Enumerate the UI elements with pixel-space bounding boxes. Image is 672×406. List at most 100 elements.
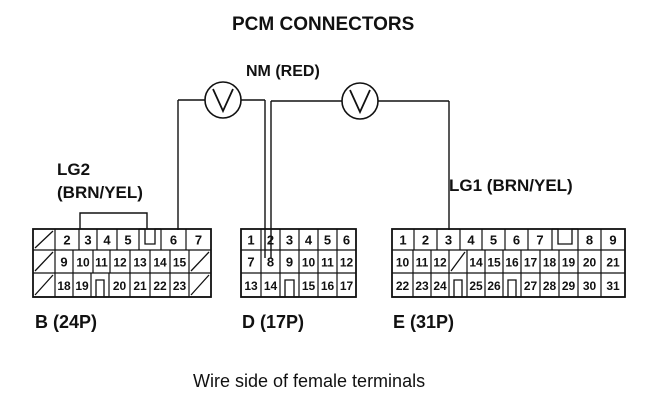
terminal-d-12: 12	[340, 256, 354, 270]
locking-notch	[91, 279, 109, 298]
terminal-e-15: 15	[487, 256, 501, 270]
terminal-b-5: 5	[124, 233, 131, 248]
terminal-e-5: 5	[490, 233, 497, 248]
terminal-b-3: 3	[84, 233, 91, 248]
terminal-d-8: 8	[267, 255, 274, 270]
terminal-e-25: 25	[469, 279, 483, 293]
voltmeter-left	[204, 81, 242, 119]
wire-label-lg2: LG2	[57, 160, 91, 179]
unused-cavity	[34, 230, 54, 249]
terminal-b-12: 12	[113, 256, 127, 270]
terminal-d-7: 7	[247, 255, 254, 270]
terminal-d-16: 16	[321, 279, 335, 293]
terminal-b-9: 9	[60, 255, 67, 270]
terminal-b-19: 19	[75, 279, 89, 293]
terminal-b-18: 18	[57, 279, 71, 293]
unused-cavity	[190, 274, 210, 296]
voltmeter-left-v-icon	[212, 88, 234, 114]
terminal-e-20: 20	[583, 256, 597, 270]
terminal-e-6: 6	[513, 233, 520, 248]
terminal-e-14: 14	[469, 256, 483, 270]
terminal-d-9: 9	[286, 255, 293, 270]
terminal-d-6: 6	[343, 233, 350, 248]
connector-label-b: B (24P)	[35, 312, 98, 332]
terminal-b-23: 23	[173, 279, 187, 293]
terminal-d-2: 2	[267, 233, 274, 248]
terminal-e-29: 29	[562, 279, 576, 293]
terminal-e-16: 16	[505, 256, 519, 270]
voltmeter-right-circle	[341, 82, 379, 120]
voltmeter-left-circle	[204, 81, 242, 119]
terminal-e-21: 21	[606, 256, 620, 270]
terminal-d-4: 4	[305, 233, 313, 248]
terminal-e-30: 30	[583, 279, 597, 293]
locking-notch	[503, 279, 521, 298]
terminal-e-11: 11	[416, 256, 429, 270]
terminal-b-21: 21	[133, 279, 147, 293]
locking-notch	[552, 228, 578, 245]
terminal-d-13: 13	[244, 279, 258, 293]
terminal-b-6: 6	[170, 233, 177, 248]
locking-notch	[139, 228, 161, 245]
terminal-e-19: 19	[562, 256, 576, 270]
terminal-e-27: 27	[524, 279, 538, 293]
terminal-d-15: 15	[302, 279, 316, 293]
meter-label: NM (RED)	[246, 63, 320, 80]
wiring	[79, 99, 450, 258]
terminal-e-22: 22	[396, 279, 410, 293]
terminal-b-11: 11	[95, 256, 108, 270]
terminal-d-5: 5	[324, 233, 331, 248]
terminal-b-7: 7	[195, 233, 202, 248]
terminal-e-28: 28	[543, 279, 557, 293]
terminal-d-3: 3	[286, 233, 293, 248]
terminal-b-20: 20	[113, 279, 127, 293]
terminal-b-10: 10	[76, 256, 90, 270]
lg2-bracket	[79, 212, 148, 229]
terminal-d-1: 1	[247, 233, 254, 248]
locking-notch	[449, 279, 467, 298]
diagram-title: PCM CONNECTORS	[232, 14, 415, 35]
terminal-e-8: 8	[586, 233, 593, 248]
terminal-e-31: 31	[606, 279, 620, 293]
terminal-d-10: 10	[302, 256, 316, 270]
terminal-e-2: 2	[422, 233, 429, 248]
terminal-b-15: 15	[173, 256, 187, 270]
terminal-d-17: 17	[340, 279, 354, 293]
terminal-e-17: 17	[524, 256, 538, 270]
terminal-e-18: 18	[543, 256, 557, 270]
connector-label-d: D (17P)	[242, 312, 305, 332]
terminal-e-10: 10	[396, 256, 410, 270]
terminal-e-26: 26	[487, 279, 501, 293]
terminal-b-13: 13	[133, 256, 147, 270]
unused-cavity	[450, 251, 466, 272]
unused-cavity	[34, 251, 54, 272]
terminal-b-4: 4	[103, 233, 111, 248]
terminal-e-1: 1	[399, 233, 406, 248]
terminal-e-23: 23	[415, 279, 429, 293]
terminal-e-12: 12	[433, 256, 447, 270]
voltmeter-right	[341, 82, 379, 120]
terminal-d-11: 11	[321, 256, 334, 270]
terminal-d-14: 14	[264, 279, 278, 293]
terminal-e-7: 7	[536, 233, 543, 248]
terminal-b-2: 2	[63, 233, 70, 248]
wire-label-lg2-color: (BRN/YEL)	[57, 183, 143, 202]
voltmeter-right-v-icon	[349, 89, 371, 115]
terminal-b-22: 22	[153, 279, 167, 293]
unused-cavity	[34, 274, 54, 296]
caption: Wire side of female terminals	[193, 371, 426, 391]
locking-notch	[280, 279, 299, 298]
terminal-e-4: 4	[467, 233, 475, 248]
unused-cavity	[190, 251, 210, 272]
terminal-b-14: 14	[153, 256, 167, 270]
terminal-e-9: 9	[609, 233, 616, 248]
terminal-e-24: 24	[433, 279, 447, 293]
terminal-e-3: 3	[445, 233, 452, 248]
connector-label-e: E (31P)	[393, 312, 455, 332]
wire-label-lg1: LG1 (BRN/YEL)	[449, 176, 573, 195]
